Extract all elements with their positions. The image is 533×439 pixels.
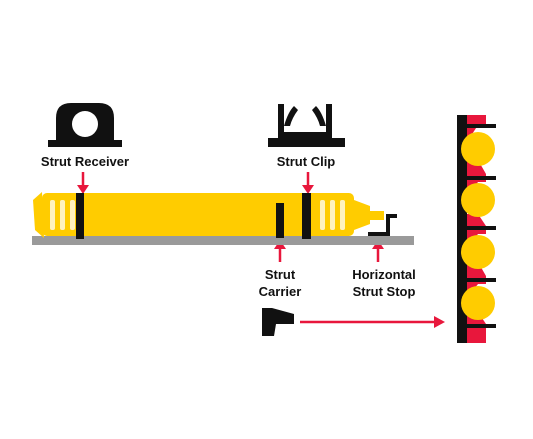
horizontal-strut-stop-label-line2: Strut Stop (353, 284, 416, 299)
strut-carrier-label-line2: Carrier (259, 284, 302, 299)
arrow-to-receiver (77, 172, 89, 194)
strut-receiver-icon (48, 103, 122, 147)
arrow-to-clip (302, 172, 314, 194)
strut-carrier-icon (262, 308, 294, 336)
strut-receiver-label: Strut Receiver (41, 154, 129, 169)
strut-clip-label: Strut Clip (277, 154, 336, 169)
strut-clip-icon (268, 104, 345, 147)
yellow-strut (33, 192, 384, 238)
horizontal-strut-stop-icon (368, 214, 397, 236)
horizontal-strut-stop-label-line1: Horizontal (352, 267, 416, 282)
strut-carrier-label-line1: Strut (265, 267, 296, 282)
gray-rail (32, 236, 414, 245)
strut-bands (76, 193, 311, 239)
strut-rack-icon (457, 115, 496, 343)
arrow-carrier-to-rack (300, 316, 445, 328)
